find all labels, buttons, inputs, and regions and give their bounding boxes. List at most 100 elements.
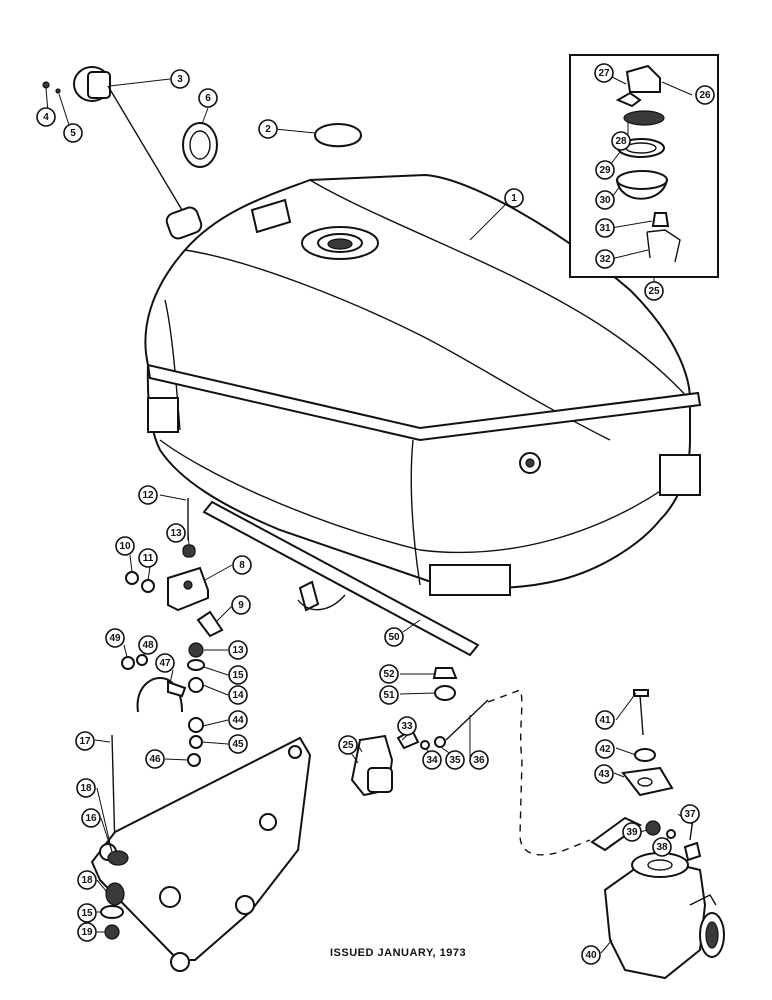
callout-circle — [76, 778, 96, 798]
callout-18: 18 — [76, 778, 96, 798]
callout-circle — [595, 160, 615, 180]
callout-25: 25 — [644, 281, 664, 301]
callout-number: 11 — [143, 553, 154, 564]
callout-50: 50 — [384, 627, 404, 647]
callout-circle — [115, 536, 135, 556]
callout-circle — [397, 716, 417, 736]
callout-31: 31 — [595, 218, 615, 238]
callout-circle — [594, 764, 614, 784]
callout-circle — [644, 281, 664, 301]
callout-16: 16 — [81, 808, 101, 828]
strap-bracket-group — [125, 498, 224, 693]
callout-15: 15 — [228, 665, 248, 685]
issued-date: ISSUED JANUARY, 1973 — [330, 947, 466, 959]
callout-circle — [228, 734, 248, 754]
callout-number: 25 — [648, 286, 660, 297]
callout-circle — [138, 548, 158, 568]
callout-number: 5 — [70, 128, 76, 139]
callout-number: 37 — [684, 809, 696, 820]
callout-number: 30 — [599, 195, 611, 206]
callout-number: 36 — [473, 755, 485, 766]
callout-circle — [170, 69, 190, 89]
callout-number: 42 — [599, 744, 611, 755]
callout-circle — [77, 922, 97, 942]
callout-17: 17 — [75, 731, 95, 751]
callout-33: 33 — [397, 716, 417, 736]
callout-12: 12 — [138, 485, 158, 505]
callout-circle — [622, 822, 642, 842]
strap-clamp-group — [121, 654, 204, 767]
callout-46: 46 — [145, 749, 165, 769]
callout-number: 8 — [239, 560, 245, 571]
callout-1: 1 — [504, 188, 524, 208]
shutoff-valve — [350, 699, 489, 797]
callout-circle — [232, 555, 252, 575]
callout-5: 5 — [63, 123, 83, 143]
callout-42: 42 — [595, 739, 615, 759]
callout-number: 50 — [388, 632, 400, 643]
callout-35: 35 — [445, 750, 465, 770]
callout-36: 36 — [469, 750, 489, 770]
callout-number: 2 — [265, 124, 271, 135]
callout-34: 34 — [422, 750, 442, 770]
callout-circle — [581, 945, 601, 965]
callout-circle — [81, 808, 101, 828]
callout-14: 14 — [228, 685, 248, 705]
callout-3: 3 — [170, 69, 190, 89]
callout-circle — [338, 735, 358, 755]
callout-47: 47 — [155, 653, 175, 673]
callout-48: 48 — [138, 635, 158, 655]
callout-28: 28 — [611, 131, 631, 151]
sender-gasket — [182, 122, 218, 168]
callout-number: 15 — [81, 908, 93, 919]
callout-30: 30 — [595, 190, 615, 210]
callout-circle — [594, 63, 614, 83]
callout-39: 39 — [622, 822, 642, 842]
callout-18: 18 — [77, 870, 97, 890]
callout-circle — [145, 749, 165, 769]
callout-10: 10 — [115, 536, 135, 556]
callout-43: 43 — [594, 764, 614, 784]
callout-number: 46 — [149, 754, 161, 765]
mounting-bracket — [90, 734, 312, 972]
callout-15: 15 — [77, 903, 97, 923]
callout-9: 9 — [231, 595, 251, 615]
callout-number: 12 — [142, 490, 154, 501]
callout-38: 38 — [652, 837, 672, 857]
callout-number: 1 — [511, 193, 517, 204]
callout-number: 33 — [401, 721, 413, 732]
callout-4: 4 — [36, 107, 56, 127]
callout-circle — [695, 85, 715, 105]
callout-29: 29 — [595, 160, 615, 180]
callout-circle — [595, 710, 615, 730]
callout-circle — [63, 123, 83, 143]
callout-number: 15 — [232, 670, 244, 681]
carburetor — [603, 852, 725, 980]
callout-circle — [75, 731, 95, 751]
callout-49: 49 — [105, 628, 125, 648]
callout-number: 14 — [232, 690, 244, 701]
callout-13: 13 — [166, 523, 186, 543]
callout-40: 40 — [581, 945, 601, 965]
callout-circle — [228, 710, 248, 730]
callout-number: 6 — [205, 93, 211, 104]
callout-number: 43 — [598, 769, 610, 780]
callout-number: 35 — [449, 755, 461, 766]
callout-number: 26 — [699, 90, 711, 101]
callout-circle — [77, 870, 97, 890]
callout-8: 8 — [232, 555, 252, 575]
callout-circle — [105, 628, 125, 648]
callout-27: 27 — [594, 63, 614, 83]
callout-circle — [611, 131, 631, 151]
callout-number: 49 — [109, 633, 121, 644]
callout-circle — [138, 485, 158, 505]
callout-circle — [198, 88, 218, 108]
callout-circle — [138, 635, 158, 655]
callout-number: 47 — [159, 658, 171, 669]
callout-52: 52 — [379, 664, 399, 684]
callout-circle — [422, 750, 442, 770]
callout-number: 52 — [383, 669, 395, 680]
callout-circle — [445, 750, 465, 770]
callout-number: 13 — [170, 528, 182, 539]
callout-circle — [228, 685, 248, 705]
